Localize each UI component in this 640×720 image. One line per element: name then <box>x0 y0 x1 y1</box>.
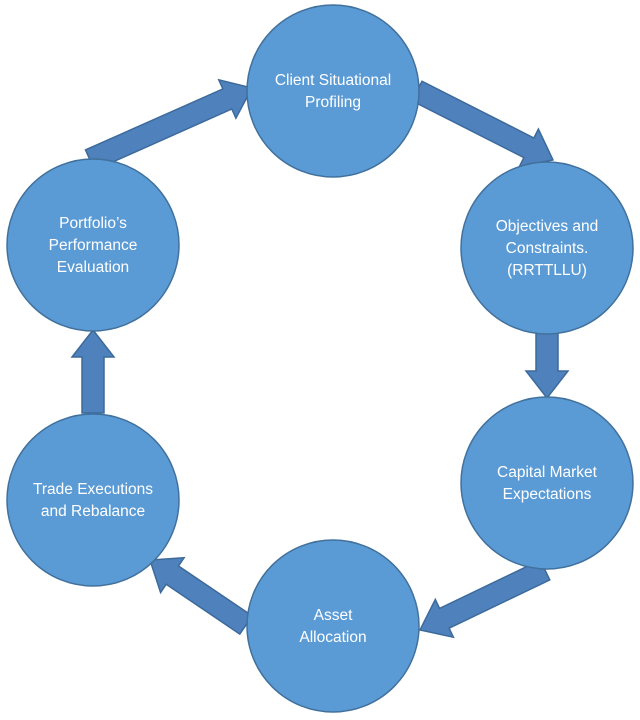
node-label-line: Asset <box>314 607 353 624</box>
node-label: Trade Executions and Rebalance <box>33 481 153 520</box>
node-label-line: Constraints. <box>506 240 589 257</box>
node-trade-executions-and-rebalance: Trade Executions and Rebalance <box>6 413 180 587</box>
node-circle <box>6 413 180 587</box>
node-label-line: Evaluation <box>57 259 129 276</box>
node-label-line: Trade Executions <box>33 481 153 498</box>
arrow-capital-market-expectations-to-asset-allocation <box>418 559 551 639</box>
arrows-layer <box>70 78 570 639</box>
arrow-objectives-and-constraints-to-capital-market-expectations <box>524 327 570 400</box>
node-label-line: Client Situational <box>275 72 391 89</box>
node-label-line: Allocation <box>299 629 366 646</box>
node-circle <box>246 4 420 178</box>
node-circle <box>460 161 634 335</box>
node-circle <box>460 396 634 570</box>
arrow-asset-allocation-to-trade-executions-and-rebalance <box>148 556 254 636</box>
node-label-line: Capital Market <box>497 464 598 481</box>
node-label-line: Performance <box>49 237 138 254</box>
arrow-portfolios-performance-evaluation-to-client-situational-profiling <box>84 78 254 172</box>
arrow-trade-executions-and-rebalance-to-portfolios-performance-evaluation <box>70 328 116 414</box>
node-label-line: Objectives and <box>496 218 599 235</box>
node-label-line: and Rebalance <box>41 503 145 520</box>
arrow-client-situational-profiling-to-objectives-and-constraints <box>410 80 555 168</box>
node-circle <box>246 539 420 713</box>
node-label-line: Portfolio’s <box>59 215 127 232</box>
node-circle <box>6 158 180 332</box>
node-label-line: (RRTTLLU) <box>507 262 587 279</box>
node-label-line: Expectations <box>503 486 592 503</box>
node-label-line: Profiling <box>305 94 361 111</box>
